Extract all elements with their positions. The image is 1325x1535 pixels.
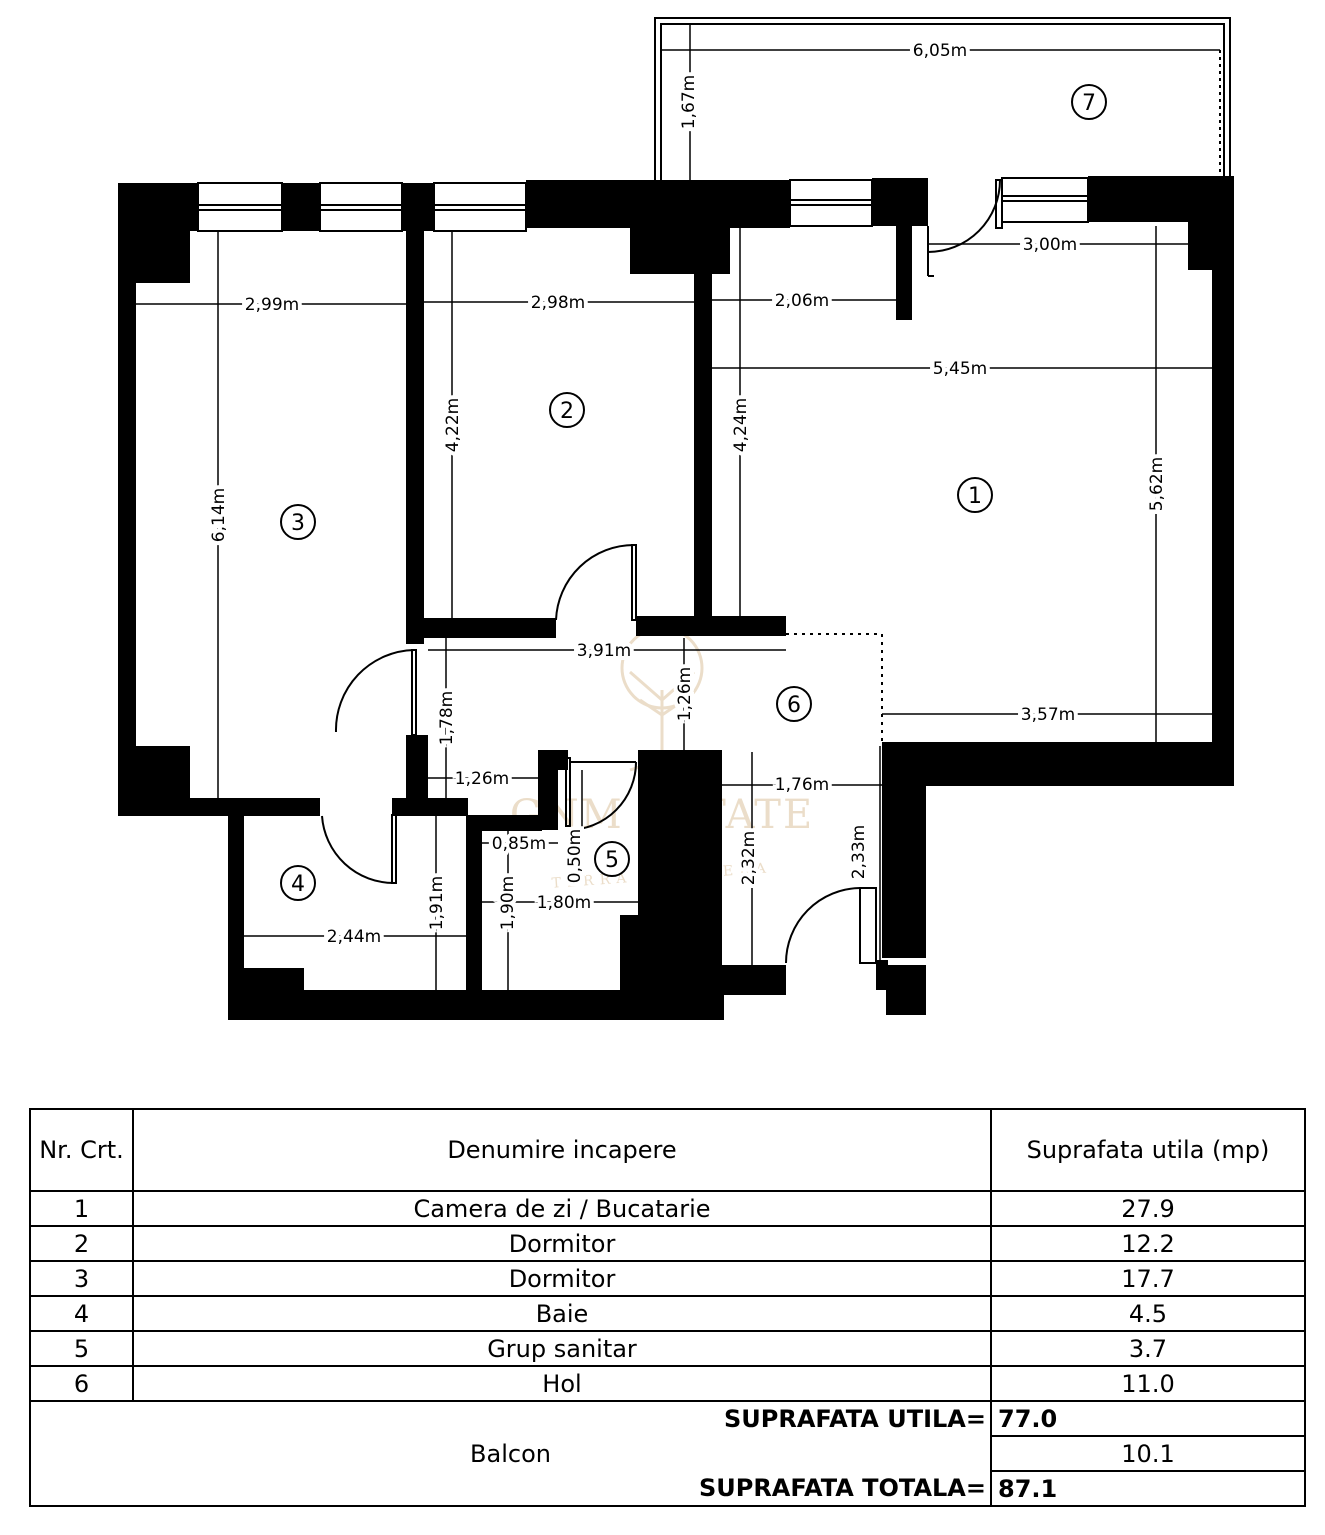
openings <box>786 633 883 742</box>
room-marker <box>280 504 316 540</box>
dimension-lines <box>136 24 1220 990</box>
dim-label: 1,78m <box>437 691 457 745</box>
walls <box>118 176 1234 1020</box>
balcony-row: Balcon 10.1 <box>29 1435 1306 1472</box>
room-number: 7 <box>1082 91 1096 116</box>
room-marker <box>776 686 812 722</box>
dim-label: 3,00m <box>1023 235 1077 255</box>
room-number: 1 <box>968 484 982 509</box>
dim-label: 2,99m <box>245 295 299 315</box>
row-nr: 2 <box>29 1225 134 1262</box>
useful-area-label: SUPRAFATA UTILA= <box>29 1400 992 1436</box>
dim-label: 0,50m <box>565 829 585 883</box>
room-marker <box>280 865 316 901</box>
dim-label: 1,90m <box>498 876 518 930</box>
table-header-row: Nr. Crt. Denumire incapere Suprafata uti… <box>29 1108 1306 1192</box>
row-nr: 4 <box>29 1295 134 1332</box>
dim-label: 3,91m <box>577 641 631 661</box>
useful-area-value: 77.0 <box>990 1400 1306 1437</box>
dim-label: 6,05m <box>913 41 967 61</box>
table-row: 5 Grup sanitar 3.7 <box>29 1330 1306 1367</box>
table-row: 3 Dormitor 17.7 <box>29 1260 1306 1297</box>
room-marker <box>549 392 585 428</box>
dim-label: 2,44m <box>327 927 381 947</box>
dim-label: 4,22m <box>443 398 463 452</box>
row-area: 12.2 <box>990 1225 1306 1262</box>
dim-label: 1,80m <box>537 893 591 913</box>
dim-label: 5,45m <box>933 359 987 379</box>
row-area: 17.7 <box>990 1260 1306 1297</box>
room-number: 2 <box>560 399 574 424</box>
row-area: 3.7 <box>990 1330 1306 1367</box>
row-nr: 3 <box>29 1260 134 1297</box>
header-nr: Nr. Crt. <box>29 1108 134 1192</box>
row-nr: 6 <box>29 1365 134 1402</box>
dimension-labels: 6,05m 1,67m 3,00m 2,99m 2,98m 2,06m 5,45… <box>205 37 1171 951</box>
header-area: Suprafata utila (mp) <box>990 1108 1306 1192</box>
doors <box>321 179 1003 964</box>
row-name: Grup sanitar <box>132 1330 992 1367</box>
room-marker <box>594 841 630 877</box>
balcony <box>654 17 1231 180</box>
dim-label: 2,98m <box>531 293 585 313</box>
dim-label: 1,91m <box>427 876 447 930</box>
floor-plan: GNM ESTATE TERRA NON VERA <box>118 17 1234 1020</box>
room-numbers: 1 2 3 4 5 6 7 <box>291 91 1096 897</box>
table-row: 1 Camera de zi / Bucatarie 27.9 <box>29 1190 1306 1227</box>
room-markers <box>280 84 1107 901</box>
row-name: Dormitor <box>132 1260 992 1297</box>
dim-label: 0,85m <box>492 834 546 854</box>
dim-label: 5,62m <box>1147 457 1167 511</box>
room-marker <box>1071 84 1107 120</box>
row-nr: 1 <box>29 1190 134 1227</box>
dim-label: 2,32m <box>739 831 759 885</box>
table-row: 4 Baie 4.5 <box>29 1295 1306 1332</box>
balcony-value: 10.1 <box>990 1435 1306 1472</box>
total-area-label: SUPRAFATA TOTALA= <box>29 1471 992 1507</box>
row-name: Camera de zi / Bucatarie <box>132 1190 992 1227</box>
dim-label: 2,06m <box>775 291 829 311</box>
row-name: Baie <box>132 1295 992 1332</box>
table-row: 2 Dormitor 12.2 <box>29 1225 1306 1262</box>
dim-label: 1,26m <box>455 769 509 789</box>
dim-label: 6,14m <box>209 488 229 542</box>
dim-label: 4,24m <box>731 398 751 452</box>
area-table: Nr. Crt. Denumire incapere Suprafata uti… <box>29 1108 1306 1507</box>
room-number: 5 <box>605 848 619 873</box>
room-number: 4 <box>291 872 305 897</box>
table-row: 6 Hol 11.0 <box>29 1365 1306 1402</box>
row-name: Dormitor <box>132 1225 992 1262</box>
room-marker <box>957 477 993 513</box>
useful-area-row: SUPRAFATA UTILA= 77.0 <box>29 1400 1306 1437</box>
dim-label: 3,57m <box>1021 705 1075 725</box>
row-area: 4.5 <box>990 1295 1306 1332</box>
dim-label: 1,76m <box>775 775 829 795</box>
row-area: 11.0 <box>990 1365 1306 1402</box>
row-area: 27.9 <box>990 1190 1306 1227</box>
dim-label: 1,26m <box>675 667 695 721</box>
total-area-value: 87.1 <box>990 1470 1306 1507</box>
balcony-label: Balcon <box>29 1436 992 1471</box>
dim-label: 2,33m <box>849 825 869 879</box>
header-name: Denumire incapere <box>132 1108 992 1192</box>
row-name: Hol <box>132 1365 992 1402</box>
room-number: 3 <box>291 511 305 536</box>
total-area-row: SUPRAFATA TOTALA= 87.1 <box>29 1470 1306 1507</box>
row-nr: 5 <box>29 1330 134 1367</box>
room-number: 6 <box>787 693 801 718</box>
dim-label: 1,67m <box>679 75 699 129</box>
